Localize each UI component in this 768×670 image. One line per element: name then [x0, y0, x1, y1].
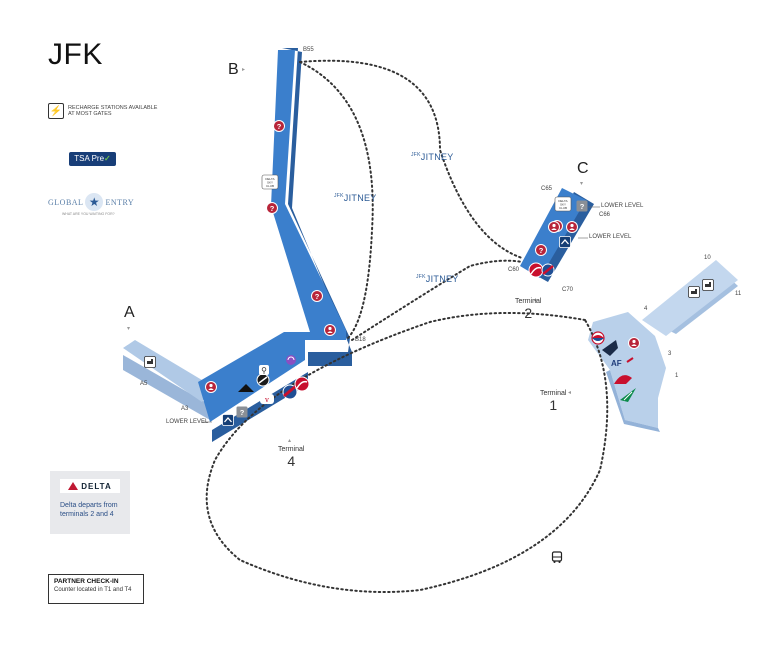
jitney-label-2: JFKJITNEY	[334, 193, 377, 203]
gate-c60: C60	[508, 267, 520, 273]
jitney-text-2: JITNEY	[343, 193, 377, 203]
svg-text:CLUB: CLUB	[266, 184, 274, 188]
gate-t1-4: 4	[644, 306, 648, 312]
delta-info-text: Delta departs from terminals 2 and 4	[60, 502, 118, 518]
gate-t1-3: 3	[668, 351, 672, 357]
delta-widget-icon	[68, 482, 79, 490]
jitney-brand-1: JFK	[411, 152, 421, 158]
concourse-c-label: C	[577, 160, 589, 177]
terminal-1-number: 1	[549, 397, 558, 413]
gate-t1-10: 10	[704, 255, 711, 261]
svg-text:CLUB: CLUB	[559, 206, 567, 210]
partner-heading: PARTNER CHECK-IN	[54, 578, 119, 585]
terminal-4-word: Terminal	[278, 446, 305, 453]
jitney-label-1: JFKJITNEY	[411, 152, 454, 162]
terminal-4-number: 4	[287, 453, 296, 469]
concourse-a-label: A	[124, 304, 135, 321]
delta-info-box: DELTA Delta departs from terminals 2 and…	[50, 471, 130, 534]
delta-logo: DELTA	[60, 479, 120, 493]
jitney-brand-3: JFK	[416, 274, 426, 280]
lower-level-t4: LOWER LEVEL	[166, 419, 209, 425]
svg-text:▾: ▾	[580, 180, 583, 187]
gate-t1-1: 1	[675, 373, 679, 379]
jitney-routes	[205, 59, 609, 593]
lower-level-c-top: LOWER LEVEL	[601, 203, 644, 209]
lower-level-c-mid: LOWER LEVEL	[589, 234, 632, 240]
jitney-label-3: JFKJITNEY	[416, 274, 459, 284]
gate-b18: B18	[355, 337, 366, 343]
svg-text:⚲: ⚲	[261, 366, 267, 375]
svg-text:▴: ▴	[534, 296, 537, 303]
gate-t1-11: 11	[735, 291, 742, 297]
delta-logo-text: DELTA	[81, 481, 112, 491]
terminal-2-number: 2	[524, 305, 533, 321]
jitney-text-1: JITNEY	[420, 152, 454, 162]
global-entry-tagline: WHAT ARE YOU WAITING FOR?	[62, 212, 115, 216]
page-title: JFK	[48, 38, 103, 71]
gate-c65: C65	[541, 186, 553, 192]
terminal-2-word: Terminal	[515, 298, 542, 305]
gate-b55: B55	[303, 47, 314, 53]
checkmark-icon: ✓	[104, 154, 111, 163]
tsa-label: TSA Pre	[74, 154, 105, 163]
global-entry-logo: GLOBAL ★ ENTRY WHAT ARE YOU WAITING FOR?	[48, 193, 140, 223]
svg-text:DELTA: DELTA	[265, 177, 274, 181]
star-icon: ★	[85, 193, 104, 211]
svg-text:SKY: SKY	[560, 203, 566, 207]
concourse-b-label: B	[228, 61, 239, 78]
svg-text:DELTA: DELTA	[558, 199, 567, 203]
svg-text:▾: ▾	[127, 325, 130, 332]
svg-text:v: v	[264, 396, 269, 404]
jitney-brand-2: JFK	[334, 193, 344, 199]
svg-text:SKY: SKY	[267, 181, 273, 185]
map-markers: DELTA SKY CLUB DELTA SKY CLUB ⚲ v AF	[127, 66, 714, 563]
global-entry-left: GLOBAL	[48, 197, 84, 207]
partner-checkin-box: PARTNER CHECK-IN Counter located in T1 a…	[48, 574, 144, 604]
svg-text:AF: AF	[611, 359, 622, 368]
svg-text:▸: ▸	[242, 66, 245, 73]
tsa-precheck-badge: TSA Pre✓	[69, 152, 116, 166]
gate-c66: C66	[599, 212, 611, 218]
recharge-legend: ⚡ RECHARGE STATIONS AVAILABLE AT MOST GA…	[48, 103, 158, 119]
partner-text: Counter located in T1 and T4	[54, 587, 132, 593]
terminal-1-building	[588, 260, 738, 432]
global-entry-right: ENTRY	[105, 197, 135, 207]
terminal-1-word: Terminal	[540, 390, 567, 397]
svg-text:◂: ◂	[568, 389, 571, 396]
jitney-text-3: JITNEY	[425, 274, 459, 284]
gate-a5: A5	[140, 381, 148, 387]
gate-c70: C70	[562, 287, 574, 293]
recharge-text: RECHARGE STATIONS AVAILABLE AT MOST GATE…	[68, 104, 158, 118]
lightning-bolt-icon: ⚡	[48, 103, 64, 119]
gate-a3: A3	[181, 406, 189, 412]
svg-text:▴: ▴	[288, 437, 291, 444]
